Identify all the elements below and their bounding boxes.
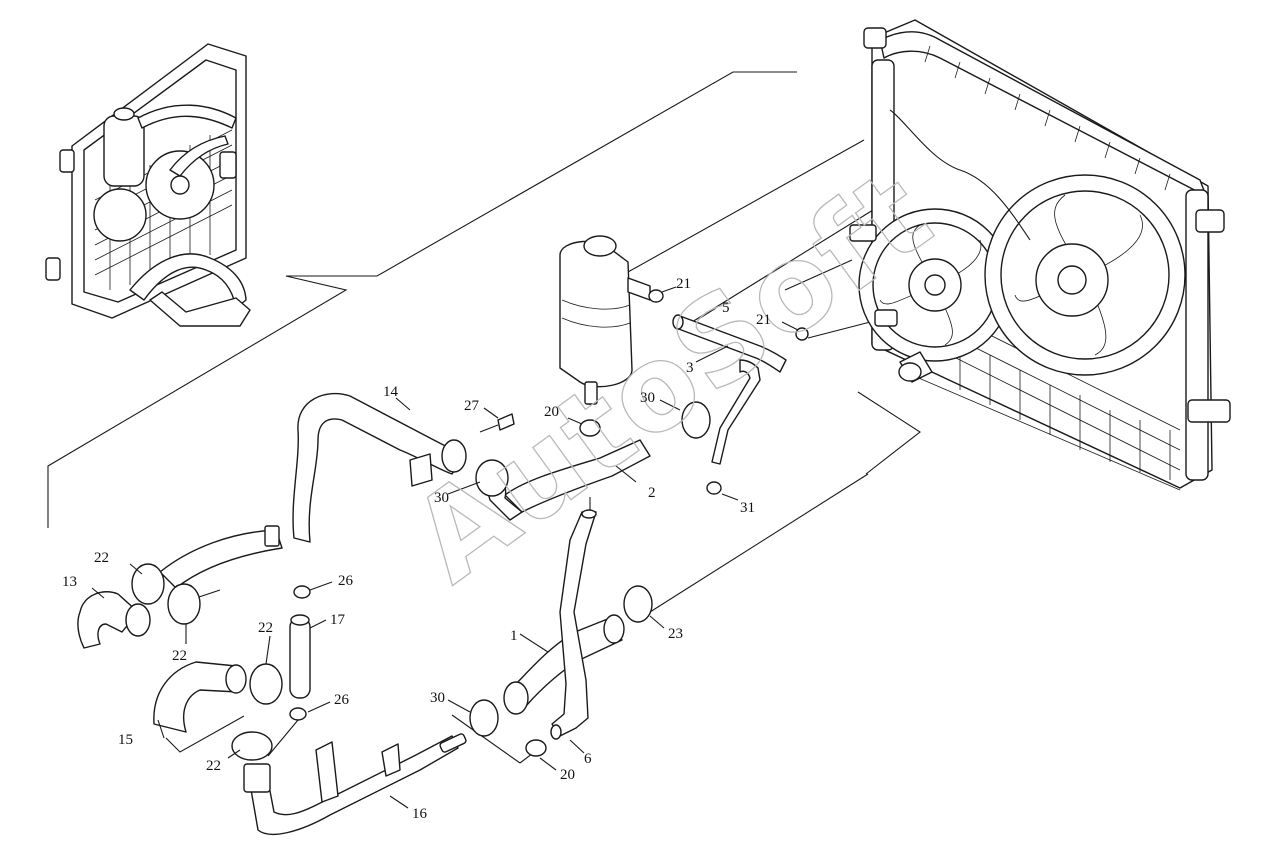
hoses: [77, 314, 787, 836]
coolant-reservoir: [559, 235, 651, 405]
callout-14: 14: [383, 384, 399, 400]
callout-1: 1: [510, 628, 518, 644]
callout-26-top: 26: [338, 573, 354, 589]
callout-20-bottom: 20: [560, 767, 575, 783]
callout-22-mid: 22: [172, 648, 187, 664]
callout-21-right: 21: [756, 312, 771, 328]
assembly-frame-lines: [47, 71, 921, 764]
callout-20-top: 20: [544, 404, 559, 420]
callout-16: 16: [412, 806, 428, 822]
callout-5: 5: [722, 300, 730, 316]
overview-radiator-assembly: [45, 43, 251, 327]
callout-3: 3: [686, 360, 694, 376]
hose-clamps: [131, 289, 809, 761]
callout-numbers: 1 2 3 5 6 13 14 15 16 17 20 20 21 21 22 …: [62, 276, 771, 822]
callout-26-bottom: 26: [334, 692, 350, 708]
callout-22-right: 22: [258, 620, 273, 636]
callout-23: 23: [668, 626, 683, 642]
callout-15: 15: [118, 732, 133, 748]
watermark: AutoSoft: [387, 143, 956, 609]
callout-6: 6: [584, 751, 592, 767]
callout-30-right: 30: [640, 390, 655, 406]
callout-22-top: 22: [94, 550, 109, 566]
radiator-fan-assembly: [849, 19, 1231, 491]
callout-27: 27: [464, 398, 480, 414]
callout-leaders: [91, 286, 799, 809]
callout-21-left: 21: [676, 276, 691, 292]
callout-13: 13: [62, 574, 77, 590]
callout-30-left: 30: [434, 490, 449, 506]
callout-30-bottom: 30: [430, 690, 445, 706]
callout-17: 17: [330, 612, 346, 628]
callout-2: 2: [648, 485, 656, 501]
callout-22-bottom: 22: [206, 758, 221, 774]
callout-31: 31: [740, 500, 755, 516]
